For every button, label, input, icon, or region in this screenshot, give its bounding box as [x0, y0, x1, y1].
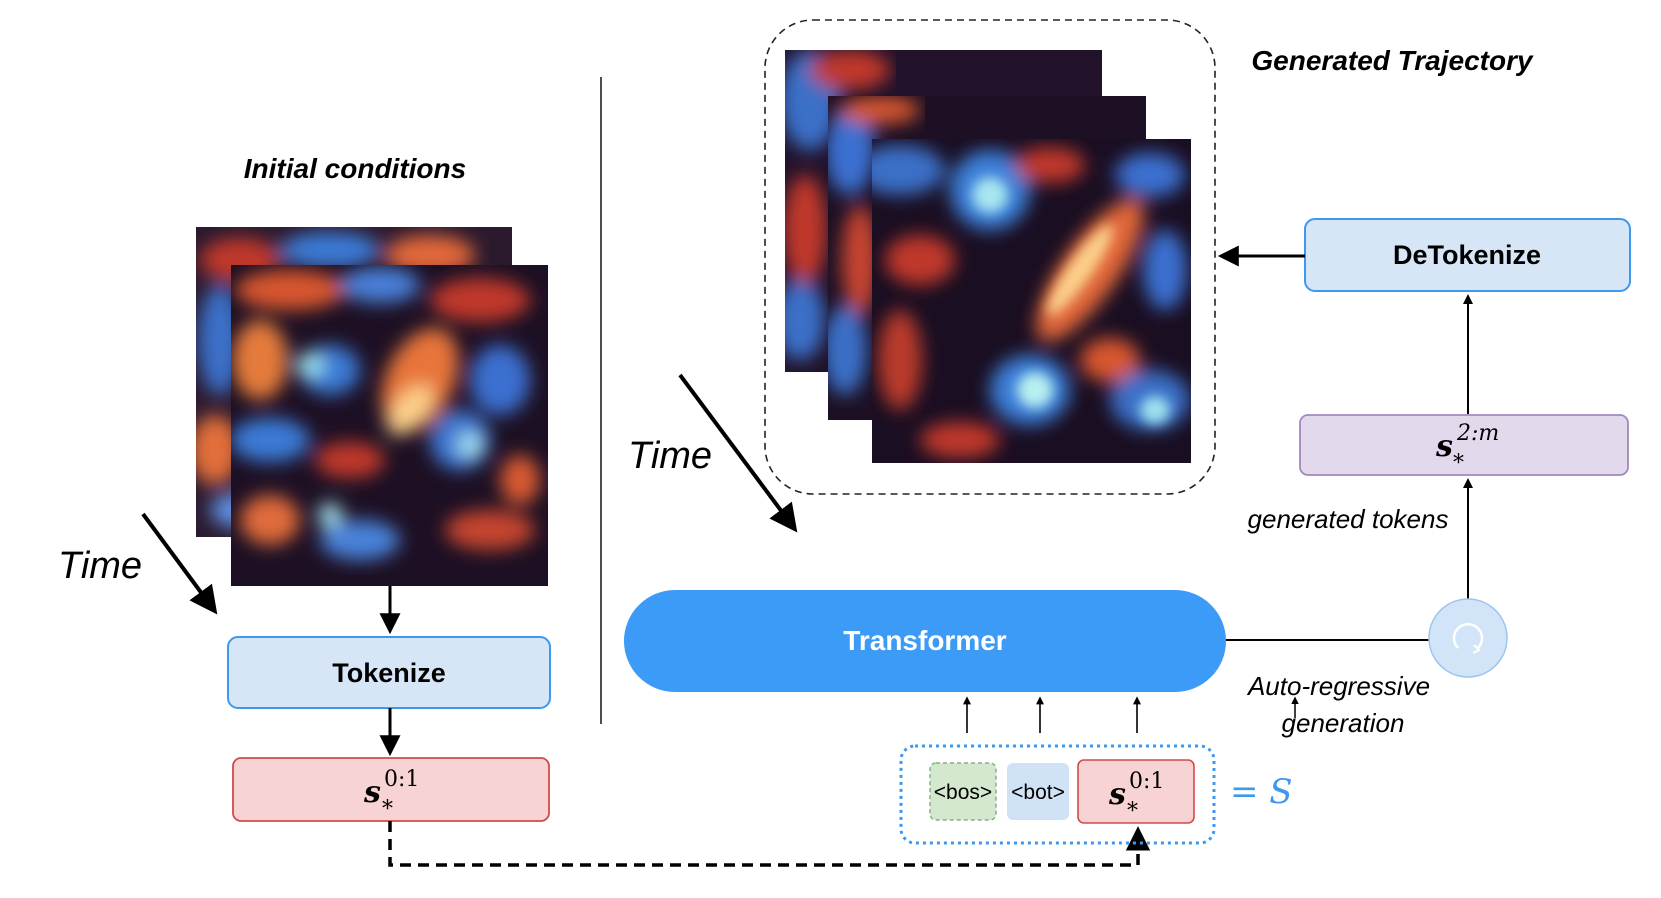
bot-token — [1007, 763, 1069, 820]
dashed-connector — [388, 821, 1151, 867]
s01-left-sub: * — [382, 797, 393, 822]
s01-left-symbol: s — [363, 775, 381, 810]
loop-icon — [1452, 622, 1484, 649]
tokenize-label: Tokenize — [332, 658, 446, 688]
trajectory-frame — [764, 19, 1216, 495]
initial-field-front — [231, 265, 548, 586]
loop-icon-arrowhead — [1472, 644, 1481, 654]
s01-left-sup: 0:1 — [384, 767, 419, 792]
generated-tokens-label: generated tokens — [1248, 504, 1449, 534]
token-s2m — [1299, 414, 1629, 476]
autoregressive-loop — [1428, 598, 1508, 678]
initial-conditions-title: Initial conditions — [244, 153, 466, 184]
s01-seq-sup: 0:1 — [1129, 769, 1164, 794]
time-arrow-left — [141, 512, 218, 615]
s2m-sub: * — [1453, 451, 1464, 476]
transformer-label: Transformer — [843, 625, 1006, 656]
input-sequence-frame — [899, 744, 1216, 845]
s2m-symbol: s — [1435, 429, 1453, 464]
generated-trajectory-title: Generated Trajectory — [1251, 45, 1534, 76]
autoregressive-label-line2: generation — [1282, 708, 1405, 738]
time-label-right: Time — [628, 435, 712, 477]
bos-token — [929, 762, 997, 821]
time-label-left: Time — [58, 545, 142, 587]
transformer-block — [624, 590, 1226, 692]
s01-seq-symbol: s — [1108, 777, 1126, 812]
trajectory-field-3 — [872, 139, 1191, 463]
s01-seq-sub: * — [1127, 799, 1138, 824]
equals-s-label: = S — [1230, 772, 1293, 812]
autoregressive-label-line1: Auto-regressive — [1246, 671, 1430, 701]
bos-label: <bos> — [934, 781, 992, 804]
detokenize-label: DeTokenize — [1393, 240, 1541, 270]
s2m-sup: 2:m — [1456, 421, 1499, 446]
bot-label: <bot> — [1011, 781, 1065, 804]
time-arrow-right — [678, 373, 798, 533]
token-s01-seq — [1077, 759, 1195, 824]
